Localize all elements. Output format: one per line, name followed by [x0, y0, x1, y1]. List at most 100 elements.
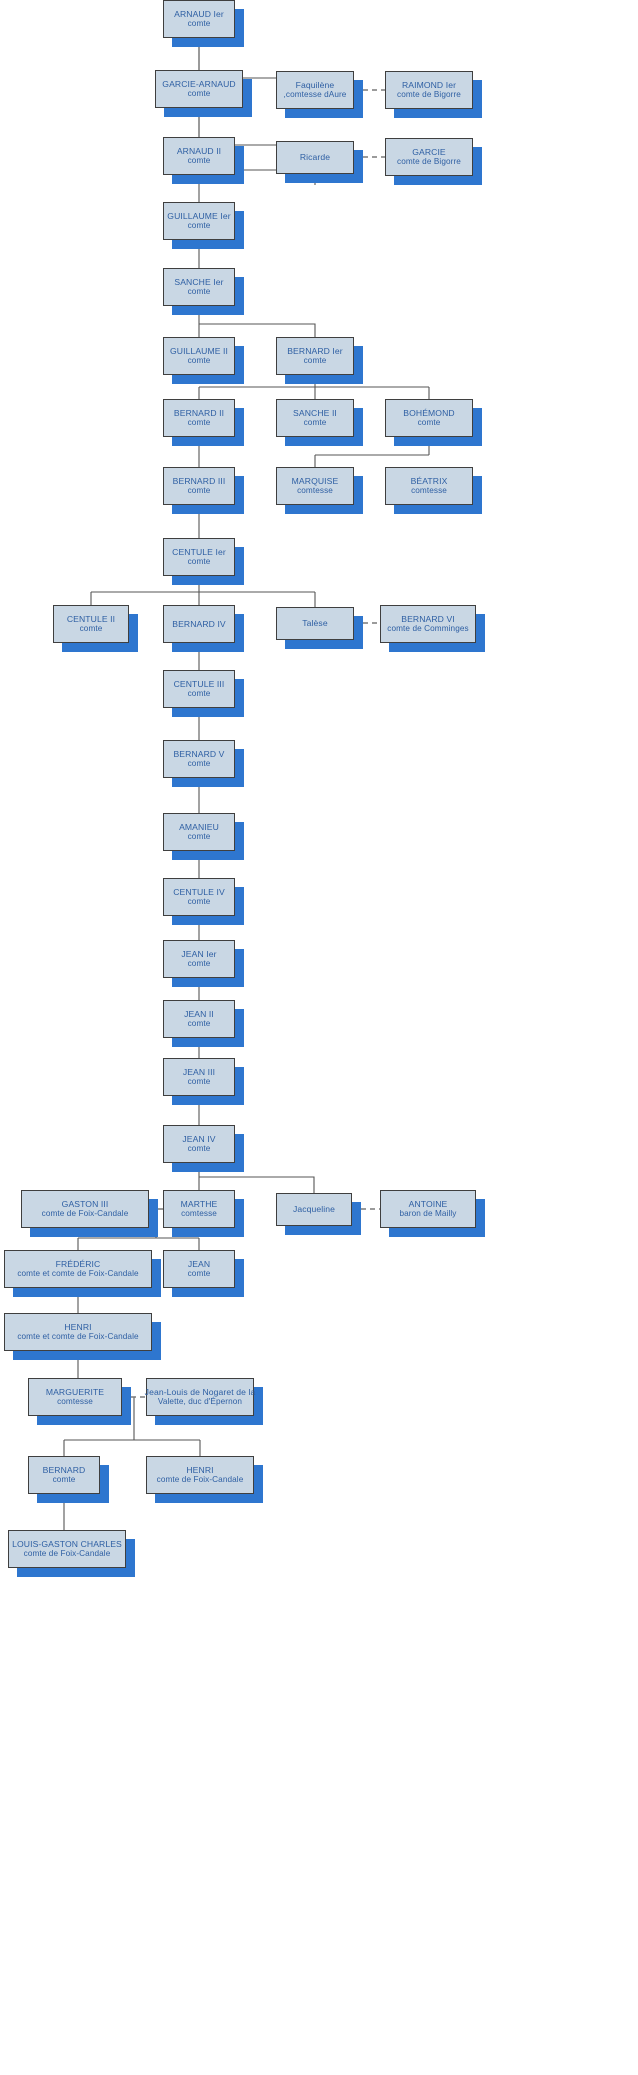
person-title: comte	[187, 221, 211, 231]
person-title: comte et comte de Foix-Candale	[17, 1269, 139, 1279]
person-title: comtesse	[297, 486, 333, 496]
person-name: GASTON III	[61, 1199, 109, 1210]
person-title: comte	[187, 689, 211, 699]
person-title: baron de Mailly	[399, 1209, 457, 1219]
person-name: Faquilène	[295, 80, 335, 91]
person-title: comtesse	[411, 486, 447, 496]
person-title: comte	[187, 156, 211, 166]
person-title: comte	[187, 832, 211, 842]
person-name: JEAN Ier	[181, 949, 217, 960]
person-name: RAIMOND Ier	[401, 80, 457, 91]
person-node-bernard4[interactable]: BERNARD IV	[163, 605, 235, 643]
person-title: comte	[187, 1144, 211, 1154]
person-name: Jean-Louis de Nogaret de la	[144, 1387, 256, 1398]
person-name: BERNARD Ier	[287, 346, 343, 357]
person-title: comte de Foix-Candale	[23, 1549, 111, 1559]
person-title: comte	[187, 1269, 211, 1279]
person-name: ANTOINE	[408, 1199, 448, 1210]
person-name: BOHÉMOND	[403, 408, 455, 419]
person-name: Jacqueline	[292, 1204, 336, 1215]
person-name: ARNAUD Ier	[174, 9, 224, 20]
person-name: BERNARD IV	[172, 618, 226, 629]
person-name: ARNAUD II	[176, 146, 222, 157]
person-name: CENTULE Ier	[172, 547, 226, 558]
person-title: comte et comte de Foix-Candale	[17, 1332, 139, 1342]
person-node-ricarde[interactable]: Ricarde	[276, 141, 354, 174]
person-name: CENTULE IV	[173, 887, 225, 898]
person-title: comte	[187, 89, 211, 99]
person-title: comte de Bigorre	[397, 157, 461, 167]
person-title: comte	[417, 418, 441, 428]
person-title: comte de Foix-Candale	[41, 1209, 129, 1219]
person-name: MARGUERITE	[45, 1387, 105, 1398]
person-title: comte	[79, 624, 103, 634]
person-name: BERNARD V	[173, 749, 225, 760]
person-name: HENRI	[64, 1322, 92, 1333]
person-name: HENRI	[186, 1465, 214, 1476]
person-title: ,comtesse dAure	[283, 90, 347, 100]
person-title: comte	[52, 1475, 76, 1485]
person-name: JEAN III	[182, 1067, 216, 1078]
person-name: SANCHE Ier	[174, 277, 224, 288]
person-name: SANCHE II	[293, 408, 337, 419]
person-name: BERNARD II	[173, 408, 225, 419]
person-title: comte	[187, 486, 211, 496]
person-title: comte de Bigorre	[397, 90, 461, 100]
person-name: JEAN	[187, 1259, 211, 1270]
person-name: MARQUISE	[291, 476, 339, 487]
person-name: LOUIS-GASTON CHARLES	[12, 1539, 122, 1550]
person-name: GARCIE-ARNAUD	[162, 79, 236, 90]
person-title: comte	[187, 287, 211, 297]
person-node-jacqueline[interactable]: Jacqueline	[276, 1193, 352, 1226]
person-name: Ricarde	[299, 152, 331, 163]
person-name: AMANIEU	[179, 822, 219, 833]
person-node-faquilene[interactable]: Faquilène,comtesse dAure	[276, 71, 354, 109]
person-name: GARCIE	[412, 147, 446, 158]
person-title: comte	[303, 356, 327, 366]
person-name: GUILLAUME Ier	[167, 211, 231, 222]
person-node-talese[interactable]: Talèse	[276, 607, 354, 640]
person-name: CENTULE III	[173, 679, 225, 690]
person-name: JEAN II	[184, 1009, 214, 1020]
person-name: FRÉDÉRIC	[55, 1259, 101, 1270]
